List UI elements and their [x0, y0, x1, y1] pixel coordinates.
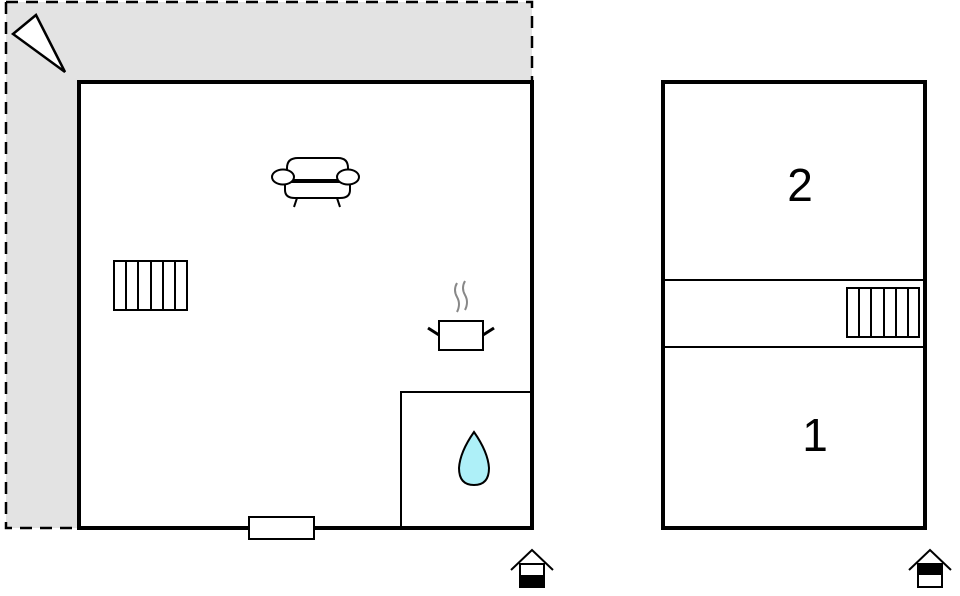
water-drop-icon	[457, 430, 491, 487]
sofa-icon	[271, 157, 360, 208]
kitchen-pot-icon	[427, 280, 495, 351]
room-label-1: 1	[802, 409, 828, 461]
upper-floor: 2 1	[661, 80, 927, 530]
door-icon	[248, 516, 315, 540]
stairs-icon	[113, 260, 188, 311]
stairs-icon	[846, 287, 920, 338]
compass-icon	[10, 13, 67, 74]
floor-indicator-upper-icon	[908, 548, 952, 588]
room-label-2: 2	[787, 159, 813, 211]
terrace	[4, 0, 534, 530]
floor-indicator-ground-icon	[510, 548, 554, 588]
